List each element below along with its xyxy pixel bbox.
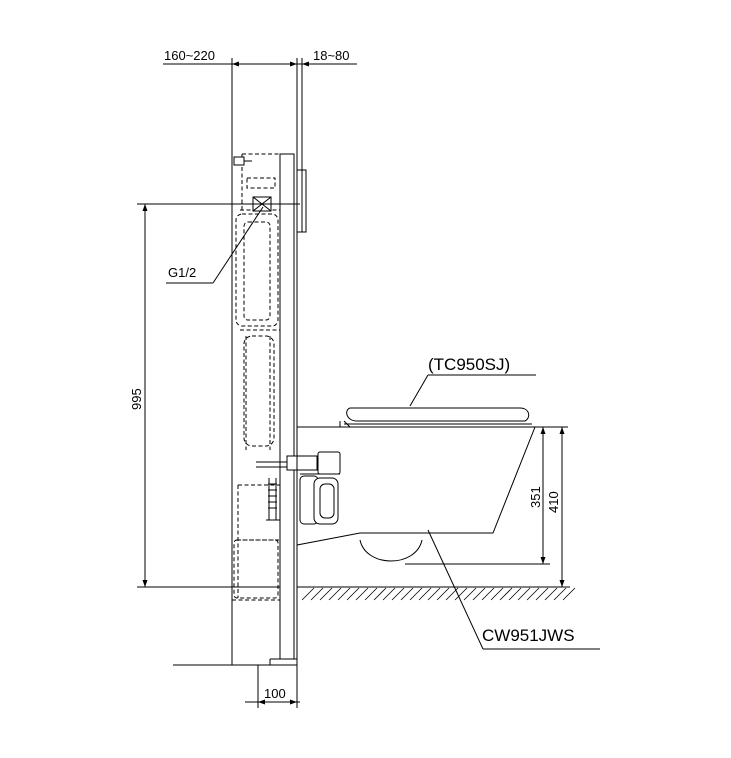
frame-height-label: 995 — [129, 388, 144, 410]
toilet-bowl — [296, 426, 536, 562]
panel-gap-label: 18~80 — [313, 48, 350, 63]
top-dimension-lines — [163, 58, 357, 665]
flush-connector — [256, 451, 341, 475]
bowl-model-label: CW951JWS — [482, 626, 575, 645]
supply-valve — [233, 156, 272, 212]
toilet-seat — [339, 407, 532, 428]
seat-model-label: (TC950SJ) — [428, 355, 510, 374]
rim-height-dimensions — [405, 426, 568, 587]
dimension-995 — [137, 203, 300, 588]
rim-height-351-label: 351 — [528, 486, 543, 508]
wall-frame — [173, 104, 307, 700]
floor — [297, 586, 576, 601]
base-width-label: 100 — [264, 686, 286, 701]
supply-fitting-label: G1/2 — [168, 265, 196, 280]
concealed-cistern — [232, 153, 280, 601]
bowl-leader — [427, 529, 600, 650]
frame-depth-label: 160~220 — [164, 48, 215, 63]
seat-leader — [409, 374, 536, 407]
g12-leader — [166, 206, 264, 284]
rim-height-410-label: 410 — [546, 491, 561, 513]
dimension-100 — [245, 665, 300, 708]
waste-connector — [266, 475, 339, 525]
